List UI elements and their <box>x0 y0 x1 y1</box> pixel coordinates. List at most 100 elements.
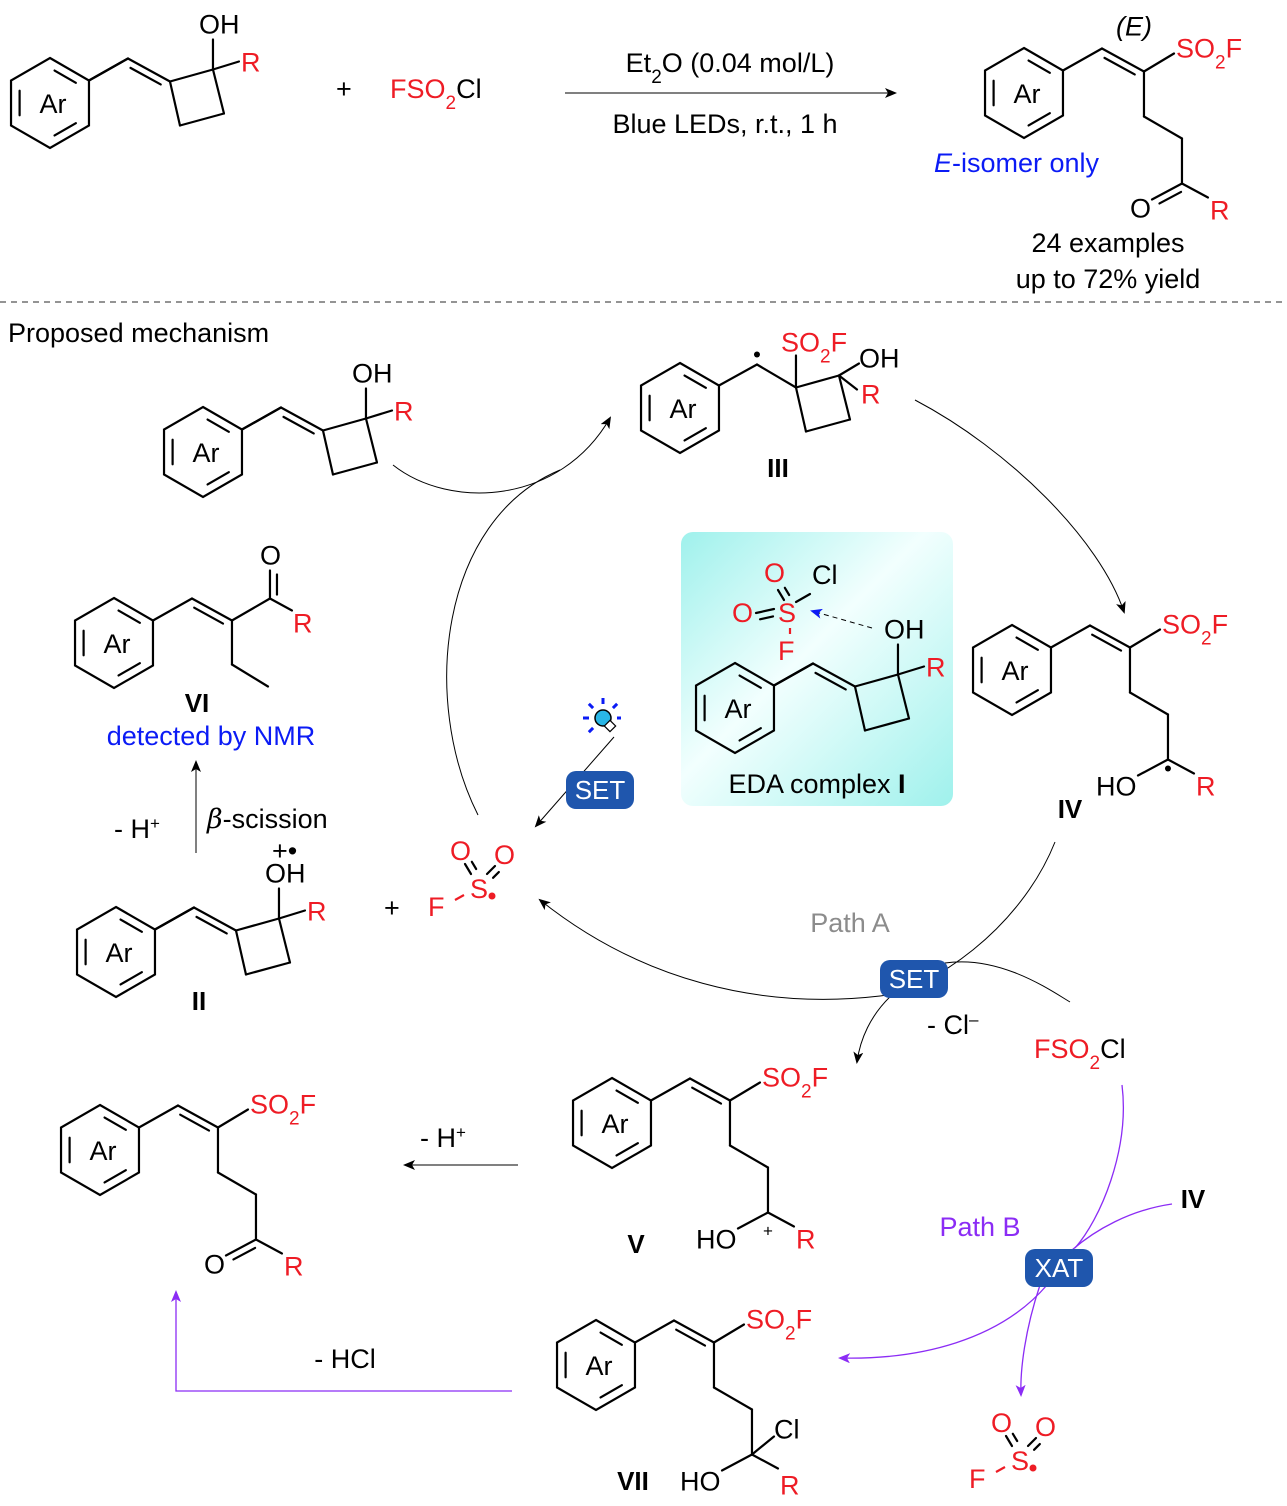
aryl-label: Ar <box>193 438 220 468</box>
label-IV-path-b: IV <box>1181 1184 1206 1214</box>
bond <box>1166 758 1196 775</box>
formula-part: SO <box>762 1063 801 1093</box>
double-bond-inner <box>1091 633 1123 652</box>
aromatic-double-bond <box>683 374 707 389</box>
formula-part: Et <box>626 48 652 78</box>
hydroxyl-label: HO <box>1096 772 1137 802</box>
aromatic-double-bond <box>117 609 141 624</box>
double-bond <box>485 864 497 876</box>
bond <box>364 409 394 420</box>
bond <box>216 1171 258 1196</box>
IV-to-xat-arc <box>1071 1203 1173 1251</box>
aryl-label: Ar <box>106 938 133 968</box>
formula-part: F <box>796 1305 813 1335</box>
r-group-label: R <box>241 48 260 78</box>
double-bond <box>754 607 776 615</box>
bond <box>750 1435 776 1456</box>
nmr-detection-note: detected by NMR <box>107 721 316 751</box>
sulfonyl-fluoride-group: SO2F <box>762 1063 828 1103</box>
bond <box>151 597 194 622</box>
double-bond-inner <box>814 671 847 691</box>
bond <box>728 1081 762 1102</box>
bond <box>234 929 248 976</box>
bond <box>853 685 867 732</box>
bond <box>234 917 281 932</box>
conditions-light: Blue LEDs, r.t., 1 h <box>612 109 837 139</box>
formula-part: 2 <box>1090 1053 1101 1074</box>
bond <box>794 592 812 604</box>
scission-text: -scission <box>223 804 328 834</box>
formula-part: F <box>1226 34 1243 64</box>
label-VII: VII <box>617 1466 649 1496</box>
xat-to-VII-arrow <box>838 1284 1048 1364</box>
bond <box>995 1466 1006 1473</box>
double-bond <box>176 1104 220 1129</box>
formula-part: F <box>1212 610 1229 640</box>
aryl-label: Ar <box>90 1136 117 1166</box>
formula-part: FSO <box>1034 1034 1090 1064</box>
bond <box>454 894 465 901</box>
aromatic-double-bond <box>53 122 77 137</box>
bond <box>837 374 852 421</box>
double-bond-inner <box>758 615 775 621</box>
single-bond <box>772 662 815 687</box>
aromatic-double-bond <box>53 69 77 84</box>
formula-part: F <box>812 1063 829 1093</box>
bond <box>168 68 215 83</box>
label-IV: IV <box>1058 794 1083 824</box>
bond <box>321 429 335 476</box>
set-badge-initiation-bg <box>566 771 634 809</box>
bond <box>720 1453 754 1472</box>
minus-proton-label: - H+ <box>114 814 160 845</box>
oxygen-label: O <box>732 598 753 628</box>
formula-part: FSO <box>390 74 446 104</box>
aromatic-double-bond <box>599 1384 623 1399</box>
sulfur-label: S <box>1011 1446 1029 1476</box>
bond <box>230 597 272 622</box>
double-bond <box>1004 1434 1014 1448</box>
aryl-label: Ar <box>1002 656 1029 686</box>
aryl-label: Ar <box>602 1109 629 1139</box>
hydroxyl-label: OH <box>199 10 240 40</box>
aryl-label: Ar <box>725 694 752 724</box>
hcl-elimination-label: - HCl <box>314 1344 376 1374</box>
bond <box>633 1319 676 1344</box>
formula-part: 2 <box>289 1108 300 1129</box>
bond <box>268 597 294 612</box>
bond <box>277 909 307 920</box>
r-group-label: R <box>861 380 881 410</box>
examples-count: 24 examples <box>1031 228 1184 258</box>
substrate-to-III-arrow <box>392 416 611 494</box>
double-bond <box>463 862 473 876</box>
double-bond-inner <box>232 1246 257 1261</box>
double-bond-inner <box>783 586 791 597</box>
formula-part: Cl <box>1100 1034 1126 1064</box>
max-yield: up to 72% yield <box>1016 264 1201 294</box>
bond <box>321 417 368 432</box>
bond <box>712 1386 754 1411</box>
conditions-solvent: Et2O (0.04 mol/L) <box>626 48 835 88</box>
deprotonation-label: - H+ <box>420 1123 466 1154</box>
double-bond-inner <box>195 915 228 935</box>
formula-part: 2 <box>820 346 831 367</box>
formula-part: SO <box>1176 34 1215 64</box>
formula-part: F <box>300 1090 317 1120</box>
double-bond <box>1100 47 1146 73</box>
bond <box>1136 758 1170 777</box>
bond <box>1180 182 1210 199</box>
bond <box>331 461 379 476</box>
fso2cl-to-set-arc <box>944 961 1071 1003</box>
aromatic-double-bond <box>599 1331 623 1346</box>
formula-part: 2 <box>801 1081 812 1102</box>
oxygen-label: O <box>494 840 515 870</box>
bond <box>364 417 379 464</box>
stereo-descriptor: (E) <box>1116 12 1152 42</box>
label-V: V <box>627 1229 645 1259</box>
oxygen-label: O <box>450 836 471 866</box>
